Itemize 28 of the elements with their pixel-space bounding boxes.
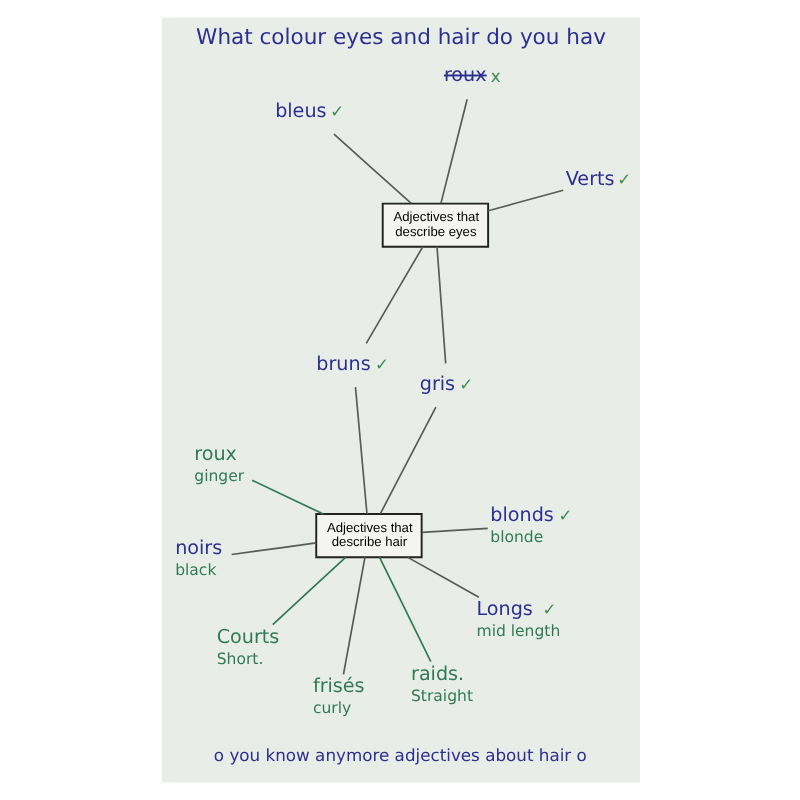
node-label: ✓ <box>616 168 631 189</box>
connector <box>420 527 488 534</box>
connector <box>439 98 467 205</box>
diagram-title: What colour eyes and hair do you hav <box>195 24 605 51</box>
node-text: gris <box>418 373 455 396</box>
node-label: ✓ <box>374 353 389 374</box>
connector <box>229 542 316 556</box>
connector <box>353 386 367 515</box>
connector <box>405 556 479 599</box>
connector <box>435 245 446 365</box>
node-text: Verts <box>564 168 614 191</box>
label: o you know anymore adjectives about hair o <box>212 744 586 765</box>
connector <box>364 245 423 345</box>
connector <box>378 406 436 515</box>
node-text: bleus <box>274 101 326 124</box>
connector <box>270 556 346 626</box>
connector <box>341 556 365 676</box>
node-label: ✓ <box>458 373 473 394</box>
node-label: ✓ <box>557 504 572 525</box>
connector <box>332 133 412 205</box>
connector <box>486 189 564 212</box>
node-label: ✓ <box>329 100 344 121</box>
connector <box>250 479 324 515</box>
node-label: ✓ <box>541 598 556 619</box>
node-text: roux <box>442 64 486 87</box>
node-text: bruns <box>315 353 370 376</box>
node-label: x <box>489 65 500 86</box>
connector <box>377 556 431 663</box>
